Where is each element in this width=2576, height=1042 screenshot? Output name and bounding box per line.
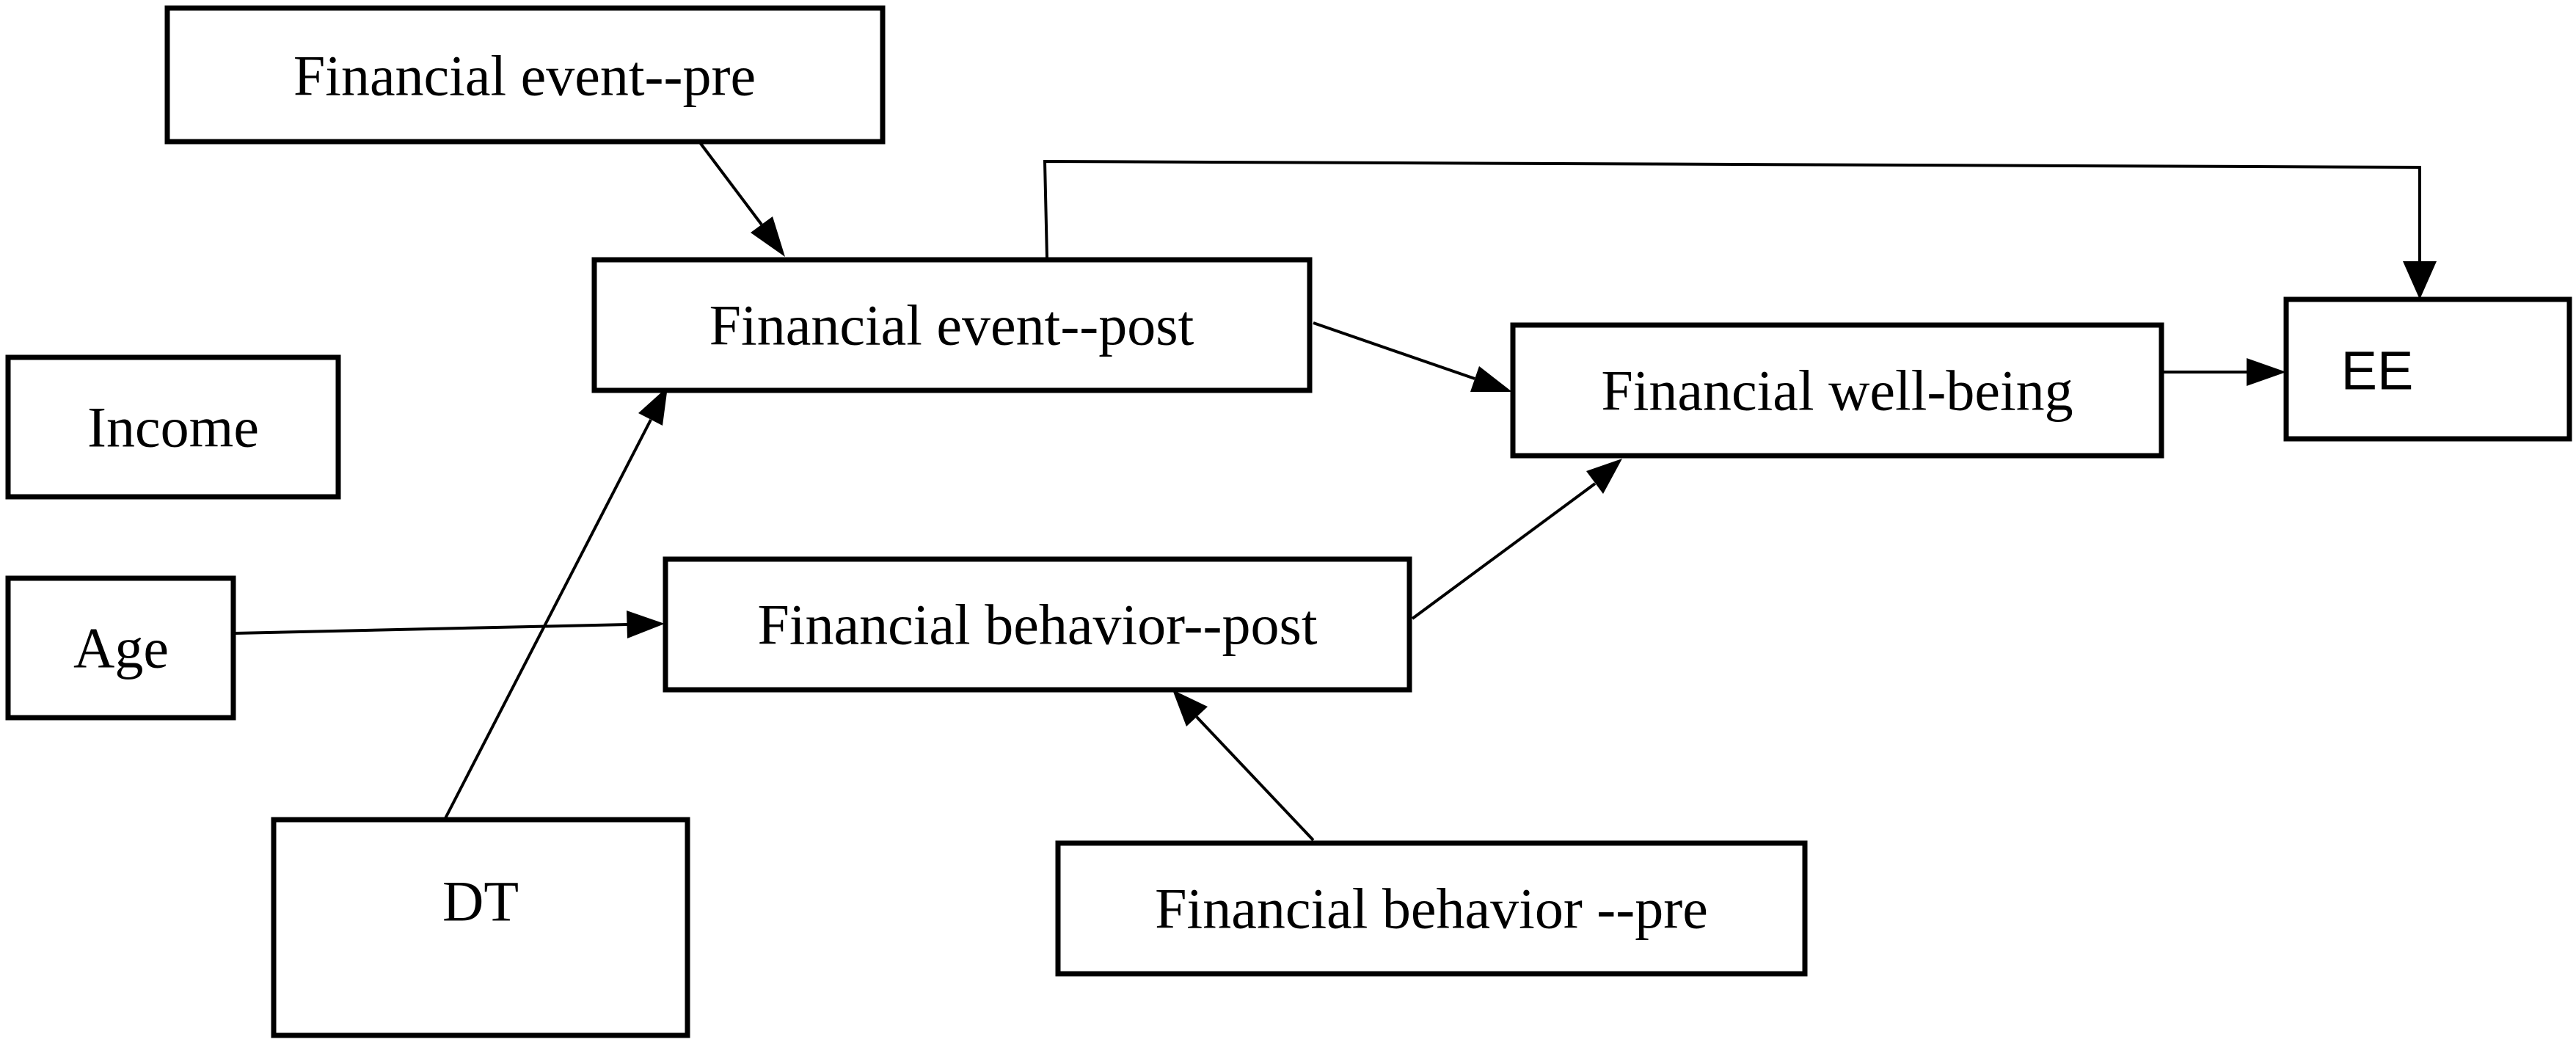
edge-fin-event-post-to-ee xyxy=(1043,159,2421,261)
arrowhead xyxy=(1470,366,1512,392)
node-label: Age xyxy=(73,616,169,680)
node-label: Financial well-being xyxy=(1601,359,2073,423)
node-fin-event-pre: Financial event--pre xyxy=(164,5,886,145)
node-fin-wellbeing: Financial well-being xyxy=(1510,322,2164,459)
arrowhead xyxy=(751,216,785,257)
arrowhead xyxy=(2247,358,2286,386)
arrowhead xyxy=(638,387,668,426)
node-income: Income xyxy=(5,354,341,500)
edge-dt-to-fin-event-post xyxy=(443,419,652,820)
node-ee: EE xyxy=(2283,296,2572,442)
node-label: Financial behavior --pre xyxy=(1155,877,1708,941)
node-label: Financial behavior--post xyxy=(757,593,1317,657)
node-dt: DT xyxy=(271,817,690,1038)
edge-fin-event-pre-to-fin-event-post xyxy=(698,140,763,226)
edge-fin-event-post-to-fin-wellbeing xyxy=(1313,321,1475,380)
edge-fin-behavior-pre-to-fin-behavior-post xyxy=(1195,715,1315,842)
arrowhead xyxy=(1172,690,1208,726)
node-label: DT xyxy=(442,870,519,933)
node-label: Financial event--pre xyxy=(293,44,756,108)
node-fin-behavior-pre: Financial behavior --pre xyxy=(1055,840,1808,977)
arrowhead xyxy=(2403,261,2437,299)
node-label: Financial event--post xyxy=(709,294,1194,357)
node-fin-event-post: Financial event--post xyxy=(591,257,1313,393)
node-age: Age xyxy=(5,575,236,721)
node-label: Income xyxy=(87,396,259,459)
node-fin-behavior-post: Financial behavior--post xyxy=(663,556,1412,693)
arrowhead xyxy=(1586,459,1622,494)
node-label: EE xyxy=(2341,340,2414,401)
arrowhead xyxy=(627,611,665,638)
edge-age-to-fin-behavior-post xyxy=(234,623,628,635)
edge-fin-behavior-post-to-fin-wellbeing xyxy=(1411,482,1597,620)
edges xyxy=(234,140,2437,842)
